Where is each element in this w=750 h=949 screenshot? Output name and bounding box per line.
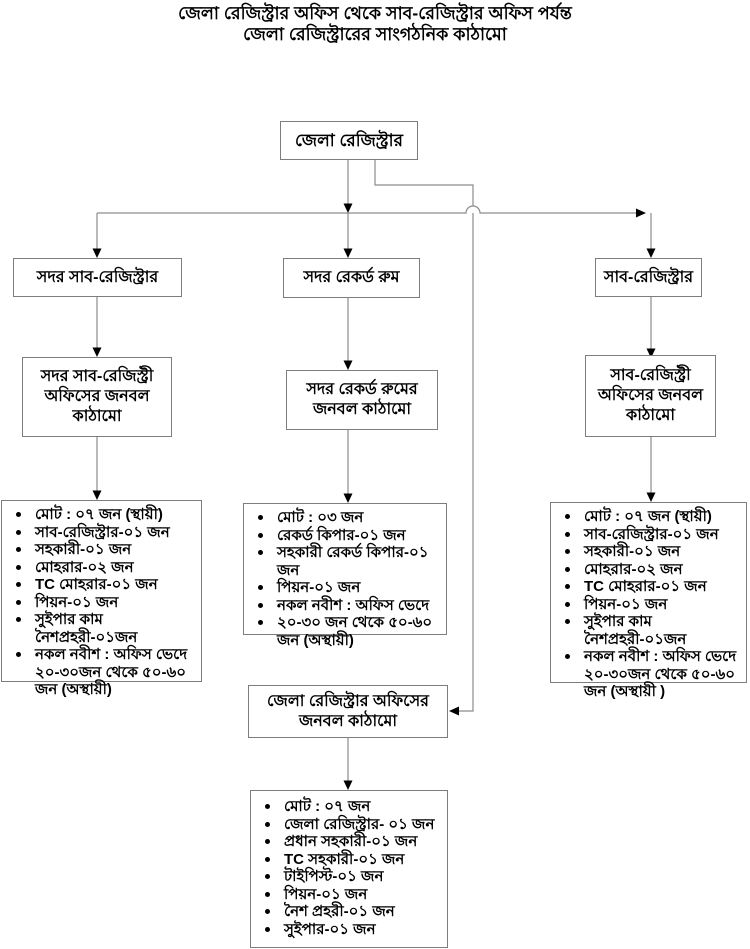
staff-list-sub-registry: মোট : ০৭ জন (স্থায়ী) সাব-রেজিস্ট্রার-০১…	[550, 502, 747, 700]
arrow-down-sadar-sub-registrar	[92, 248, 102, 258]
arrow-down-list-middle	[343, 493, 353, 503]
staff-list-dr-office: মোট : ০৭ জন জেলা রেজিস্ট্রার- ০১ জন প্রধ…	[250, 790, 448, 948]
list-item: মোট : ০৭ জন	[251, 798, 444, 816]
list-item: সহকারী-০১ জন	[2, 541, 198, 559]
list-item: টাইপিস্ট-০১ জন	[251, 868, 444, 886]
list-item: পিয়ন-০১ জন	[2, 594, 198, 612]
list-item: ২০-৩০ জন থেকে ৫০-৬০ জন (অস্থায়ী)	[244, 614, 443, 649]
list-item: জেলা রেজিস্ট্রার- ০১ জন	[251, 816, 444, 834]
list-item: মোট : ০৭ জন (স্থায়ী)	[2, 506, 198, 524]
arrow-down-list-left	[92, 490, 102, 500]
staff-list-items: মোট : ০৩ জন রেকর্ড কিপার-০১ জন সহকারী রে…	[244, 504, 446, 649]
arrow-down-list-right	[646, 492, 656, 502]
list-item: পিয়ন-০১ জন	[244, 579, 443, 597]
list-item: সাব-রেজিস্ট্রার-০১ জন	[2, 524, 198, 542]
list-item: নকল নবীশ : অফিস ভেদে ২০-৩০জন থেকে ৫০-৬০ …	[2, 646, 198, 699]
list-item: TC মোহরার-০১ জন	[551, 578, 743, 596]
list-item: নকল নবীশ : অফিস ভেদে	[244, 597, 443, 615]
list-item: রেকর্ড কিপার-০১ জন	[244, 527, 443, 545]
list-item: সাব-রেজিস্ট্রার-০১ জন	[551, 526, 743, 544]
staff-list-sadar-record-room: মোট : ০৩ জন রেকর্ড কিপার-০১ জন সহকারী রে…	[243, 503, 447, 649]
connector-long-vertical-to-dr-staff	[457, 213, 474, 712]
arrow-down-sub-registry-staff	[646, 348, 656, 358]
list-item: সহকারী রেকর্ড কিপার-০১ জন	[244, 544, 443, 579]
list-item: প্রধান সহকারী-০১ জন	[251, 833, 444, 851]
title-line-1: জেলা রেজিস্ট্রার অফিস থেকে সাব-রেজিস্ট্র…	[178, 3, 572, 23]
staff-list-items: মোট : ০৭ জন (স্থায়ী) সাব-রেজিস্ট্রার-০১…	[2, 501, 201, 699]
arrow-left-dr-staff	[449, 706, 459, 716]
node-sub-registrar: সাব-রেজিস্ট্রার	[595, 258, 702, 297]
title-line-2: জেলা রেজিস্ট্রারের সাংগঠনিক কাঠামো	[243, 24, 507, 44]
arrow-down-list-bottom	[343, 780, 353, 790]
connector-top-to-long-vertical	[374, 160, 474, 206]
staff-list-items: মোট : ০৭ জন (স্থায়ী) সাব-রেজিস্ট্রার-০১…	[551, 503, 746, 701]
node-sadar-sub-registry-staff: সদর সাব-রেজিস্ট্রী অফিসের জনবল কাঠামো	[22, 357, 172, 437]
node-sub-registry-staff: সাব-রেজিস্ট্রী অফিসের জনবল কাঠামো	[585, 355, 716, 437]
list-item: মোট : ০৭ জন (স্থায়ী)	[551, 508, 743, 526]
chart-title: জেলা রেজিস্ট্রার অফিস থেকে সাব-রেজিস্ট্র…	[0, 3, 750, 45]
list-item: TC মোহরার-০১ জন	[2, 576, 198, 594]
node-sadar-record-room-staff: সদর রেকর্ড রুমের জনবল কাঠামো	[286, 370, 438, 430]
arrow-down-sadar-record-room	[343, 248, 353, 258]
connector-branch-horizontal	[97, 205, 637, 214]
list-item: মোহরার-০২ জন	[2, 559, 198, 577]
arrow-down-sub-registrar	[646, 248, 656, 258]
node-sadar-record-room: সদর রেকর্ড রুম	[283, 258, 420, 298]
list-item: সুইপার-০১ জন	[251, 921, 444, 939]
arrow-right-branch-end	[636, 208, 646, 218]
list-item: নকল নবীশ : অফিস ভেদে ২০-৩০জন থেকে ৫০-৬০ …	[551, 648, 743, 701]
list-item: মোহরার-০২ জন	[551, 561, 743, 579]
list-item: সুইপার কাম নৈশপ্রহরী-০১জন	[2, 611, 198, 646]
node-sadar-sub-registrar: সদর সাব-রেজিস্ট্রার	[13, 258, 182, 297]
arrow-down-sadar-sub-registry-staff	[92, 347, 102, 357]
list-item: সুইপার কাম নৈশপ্রহরী-০১জন	[551, 613, 743, 648]
list-item: নৈশ প্রহরী-০১ জন	[251, 903, 444, 921]
list-item: সহকারী-০১ জন	[551, 543, 743, 561]
list-item: পিয়ন-০১ জন	[551, 596, 743, 614]
list-item: পিয়ন-০১ জন	[251, 886, 444, 904]
node-dr-office-staff: জেলা রেজিস্ট্রার অফিসের জনবল কাঠামো	[248, 685, 448, 738]
list-item: TC সহকারী-০১ জন	[251, 851, 444, 869]
node-district-registrar: জেলা রেজিস্ট্রার	[280, 121, 418, 160]
arrow-down-branch-center	[343, 203, 353, 213]
list-item: মোট : ০৩ জন	[244, 509, 443, 527]
staff-list-items: মোট : ০৭ জন জেলা রেজিস্ট্রার- ০১ জন প্রধ…	[251, 791, 447, 938]
arrow-down-sadar-record-room-staff	[343, 360, 353, 370]
staff-list-sadar-sub-registry: মোট : ০৭ জন (স্থায়ী) সাব-রেজিস্ট্রার-০১…	[1, 500, 202, 698]
